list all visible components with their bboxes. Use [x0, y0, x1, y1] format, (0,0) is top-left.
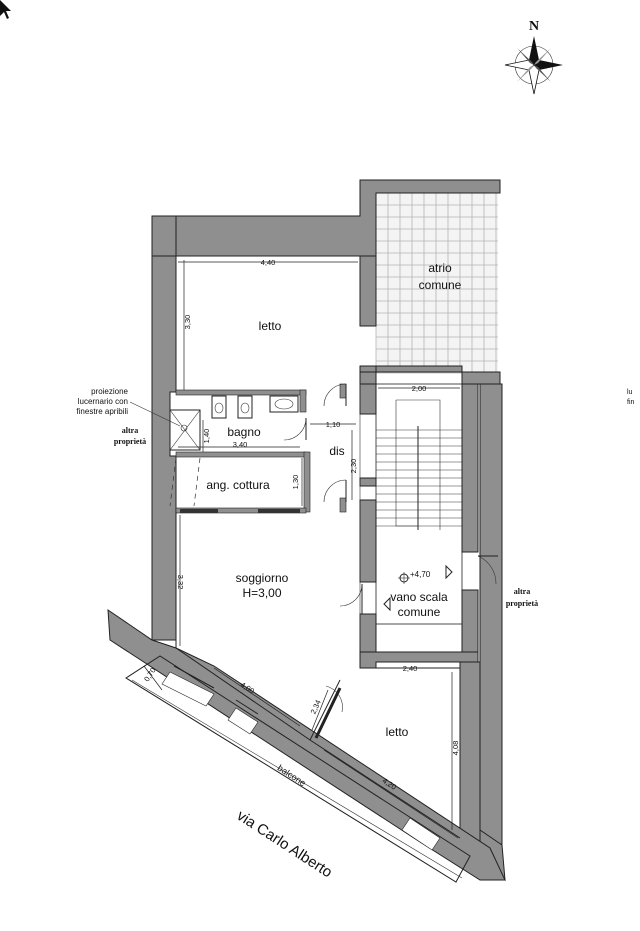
room-dis: dis: [329, 444, 344, 458]
edge-note-line2: fin: [627, 399, 635, 406]
altra-proprieta-left-line2: proprietà: [114, 437, 146, 446]
dim-330: 3,30: [183, 315, 192, 330]
level-label: +4,70: [410, 570, 431, 579]
room-bagno: bagno: [227, 425, 261, 439]
room-soggiorno-line2: H=3,00: [242, 586, 281, 600]
staircase: [375, 383, 463, 625]
altra-proprieta-right-line1: altra: [514, 587, 530, 596]
skylight-note-line1: proiezione: [91, 387, 128, 396]
dim-332: 3,32: [176, 575, 185, 590]
room-letto-top: letto: [259, 319, 282, 333]
doors: [180, 383, 498, 739]
room-letto-bottom: letto: [386, 725, 409, 739]
dim-140: 1,40: [202, 429, 211, 444]
edge-note-line1: lu: [627, 389, 633, 396]
dim-340: 3,40: [233, 440, 248, 449]
skylight-note-line3: finestre apribili: [76, 407, 128, 416]
walls: [107, 179, 506, 882]
dim-408: 4,08: [451, 741, 460, 756]
altra-proprieta-right-line2: proprietà: [506, 599, 538, 608]
room-angolo-cottura: ang. cottura: [206, 478, 270, 492]
room-atrio-line2: comune: [419, 278, 462, 292]
room-vano-scala-line2: comune: [398, 605, 441, 619]
dim-110: 1,10: [326, 420, 341, 429]
dim-234: 2,34: [309, 698, 323, 715]
dim-440: 4,40: [261, 258, 276, 267]
altra-proprieta-left-line1: altra: [122, 426, 138, 435]
dim-230: 2,30: [349, 459, 358, 474]
dim-240: 2,40: [403, 664, 418, 673]
dim-200: 2,00: [412, 384, 427, 393]
skylight-note-line2: lucernario con: [78, 397, 128, 406]
north-compass-icon: N: [504, 19, 563, 95]
facade-openings: [161, 665, 441, 851]
room-soggiorno-line1: soggiorno: [236, 571, 289, 585]
dimension-lines: [129, 260, 460, 839]
bathroom-fixtures: [169, 395, 299, 507]
cursor-arrow-icon: [0, 0, 11, 19]
room-balcone: balcone: [276, 763, 308, 789]
dim-130: 1,30: [291, 475, 300, 490]
north-label: N: [529, 19, 539, 34]
street-name: via Carlo Alberto: [234, 807, 336, 881]
level-marker: [383, 564, 453, 612]
balcony: [125, 655, 471, 883]
room-atrio-line1: atrio: [428, 261, 452, 275]
room-vano-scala-line1: vano scala: [390, 590, 448, 604]
atrio-tiles: [375, 192, 498, 374]
